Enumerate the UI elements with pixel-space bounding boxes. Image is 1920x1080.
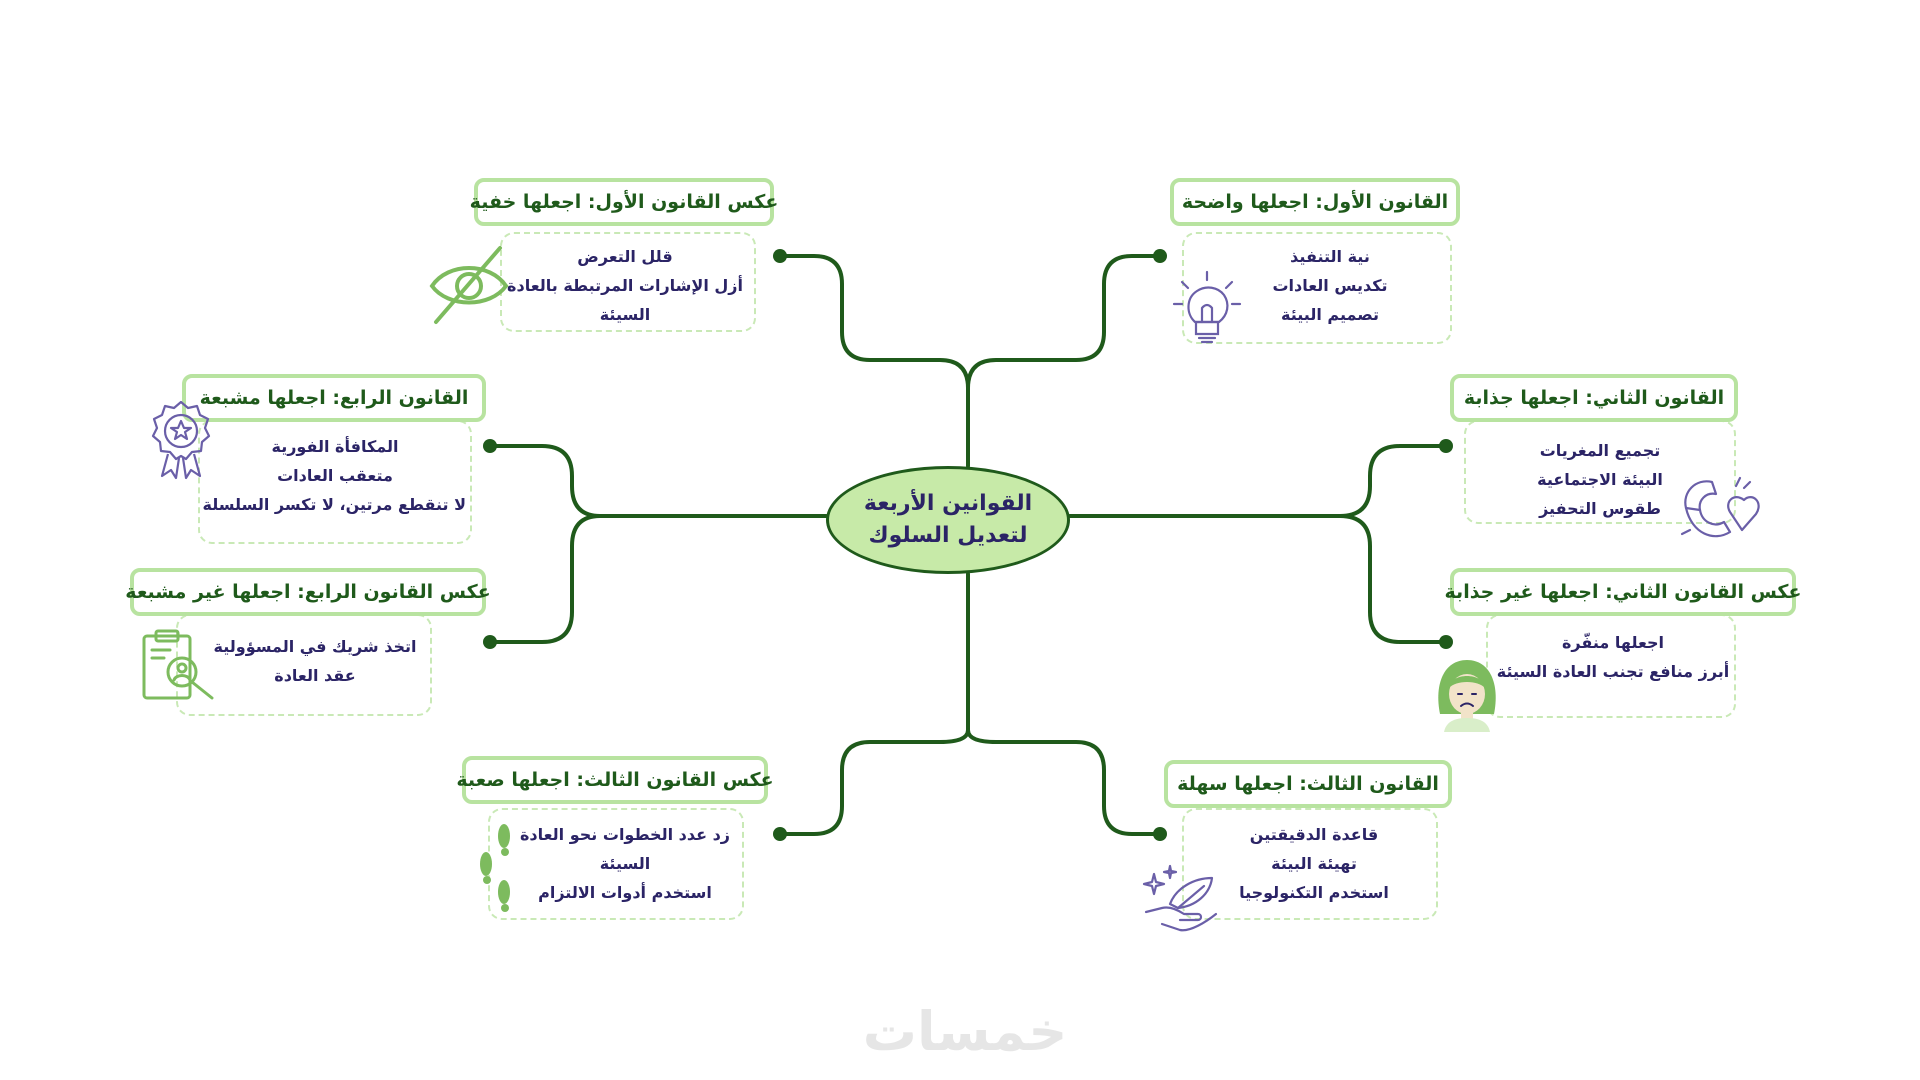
central-topic-line2: لتعديل السلوك [868,523,1028,548]
connector-law2 [1338,444,1448,518]
law4-detail-box [198,420,472,544]
eye-slash-icon [429,246,509,324]
connector-dot-law1-inv [773,249,787,263]
law1-inv-item: قلل التعرض [577,247,673,266]
connector-law4-inv [488,514,602,644]
law2-inv-items: اجعلها منفّرة أبرز منافع تجنب العادة الس… [1488,628,1738,686]
law1-item: نية التنفيذ [1290,247,1370,266]
connector-dot-law3 [1153,827,1167,841]
law2-item: طقوس التحفيز [1539,499,1661,518]
law1-inv-item: السيئة [599,305,651,324]
law1-inv-item: أزل الإشارات المرتبطة بالعادة [507,276,743,295]
law4-inv-detail-box [176,614,432,716]
law1-inv-title: عكس القانون الأول: اجعلها خفية [470,178,778,226]
law3-inv-item: زد عدد الخطوات نحو العادة [519,825,731,844]
connector-law1-inv [778,254,970,390]
law3-item: قاعدة الدقيقتين [1249,825,1379,844]
law3-title: القانون الثالث: اجعلها سهلة [1164,760,1452,808]
footsteps-icon [480,824,510,912]
lightbulb-icon [1172,270,1242,344]
law3-inv-detail-box [488,808,744,920]
law4-inv-items: اتخذ شريك في المسؤولية عقد العادة [190,632,440,690]
law3-detail-box [1182,808,1438,920]
clipboard-person-icon [142,629,214,700]
hand-feather-icon [1142,864,1218,932]
connector-law3-inv [778,728,970,836]
connector-law4 [488,444,602,518]
law1-item: تكديس العادات [1272,276,1388,295]
law3-inv-item: السيئة [599,854,651,873]
connector-dot-law1 [1153,249,1167,263]
law4-item: متعقب العادات [277,466,393,485]
law3-inv-items: زد عدد الخطوات نحو العادة السيئة استخدم … [510,820,740,907]
law4-item: المكافأة الفورية [271,437,399,456]
law3-items: قاعدة الدقيقتين تهيئة البيئة استخدم التك… [1214,820,1414,907]
central-topic: القوانين الأربعة لتعديل السلوك [826,466,1070,574]
law4-inv-title: عكس القانون الرابع: اجعلها غير مشبعة [125,568,491,616]
connector-dot-law4 [483,439,497,453]
connector-dot-law3-inv [773,827,787,841]
sad-girl-icon [1438,660,1496,732]
law3-item: تهيئة البيئة [1271,854,1357,873]
law2-items: تجميع المغريات البيئة الاجتماعية طقوس ال… [1500,436,1700,523]
law3-inv-item: استخدم أدوات الالتزام [538,883,712,902]
law3-item: استخدم التكنولوجيا [1239,883,1389,902]
law4-items: المكافأة الفورية متعقب العادات لا تنقطع … [202,432,467,519]
connector-dot-law2 [1439,439,1453,453]
watermark-logo: خمسات [862,1000,1068,1063]
law1-item: تصميم البيئة [1281,305,1379,324]
law2-title: القانون الثاني: اجعلها جذابة [1450,374,1738,422]
connector-dot-law4-inv [483,635,497,649]
law1-inv-detail-box [500,232,756,332]
connector-dot-law2-inv [1439,635,1453,649]
award-badge-icon [151,400,211,480]
connector-law3 [966,728,1162,836]
law2-inv-item: أبرز منافع تجنب العادة السيئة [1496,662,1730,681]
law3-inv-title: عكس القانون الثالث: اجعلها صعبة [456,756,774,804]
law4-inv-item: اتخذ شريك في المسؤولية [213,637,417,656]
law2-item: تجميع المغريات [1539,441,1661,460]
law2-inv-item: اجعلها منفّرة [1561,633,1665,652]
law4-inv-item: عقد العادة [274,666,356,685]
law1-title: القانون الأول: اجعلها واضحة [1170,178,1460,226]
law4-item: لا تنقطع مرتين، لا تكسر السلسلة [202,495,467,514]
central-topic-line1: القوانين الأربعة [863,491,1033,516]
magnet-heart-icon [1680,476,1760,538]
law2-item: البيئة الاجتماعية [1537,470,1663,489]
law1-items: نية التنفيذ تكديس العادات تصميم البيئة [1230,242,1430,329]
connector-law1 [966,254,1162,390]
connector-law2-inv [1338,514,1448,644]
law2-inv-title: عكس القانون الثاني: اجعلها غير جذابة [1445,568,1801,616]
law4-title: القانون الرابع: اجعلها مشبعة [182,374,486,422]
law1-inv-items: قلل التعرض أزل الإشارات المرتبطة بالعادة… [500,242,750,329]
